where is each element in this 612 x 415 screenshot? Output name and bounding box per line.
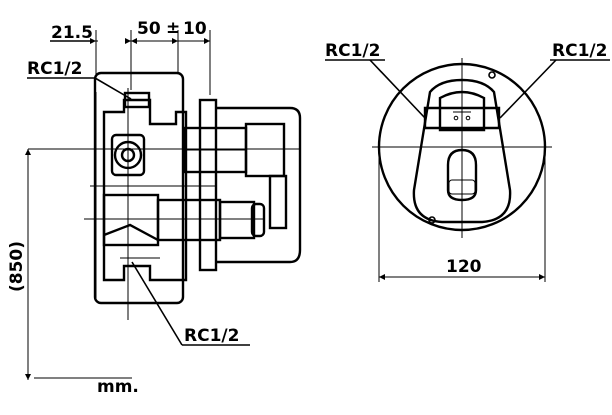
handle — [182, 122, 288, 230]
thread-left-label: RC1/2 — [325, 41, 380, 61]
dim-depth-label: 50 — [137, 19, 161, 39]
unit-label: mm. — [97, 377, 139, 397]
width-dimension — [378, 150, 546, 282]
dim-left-label: 21.5 — [51, 23, 93, 43]
height-dimension — [25, 149, 132, 380]
thread-right-label: RC1/2 — [552, 41, 607, 61]
width-dim-label: 120 — [446, 257, 482, 277]
dim-plusminus-label: ± — [166, 18, 180, 38]
center-lines — [28, 88, 300, 320]
wall-plate — [93, 71, 302, 305]
side-view: 21.5 50 ± 10 RC1/2 — [7, 18, 302, 397]
thread-bottom-label: RC1/2 — [184, 326, 239, 346]
front-view: RC1/2 RC1/2 120 — [325, 41, 610, 282]
top-dimension-lines — [50, 30, 211, 95]
height-dim-label: (850) — [7, 241, 27, 292]
dim-tolerance-label: 10 — [183, 19, 207, 39]
thread-top-label: RC1/2 — [27, 59, 82, 79]
lower-outlet — [156, 198, 266, 242]
